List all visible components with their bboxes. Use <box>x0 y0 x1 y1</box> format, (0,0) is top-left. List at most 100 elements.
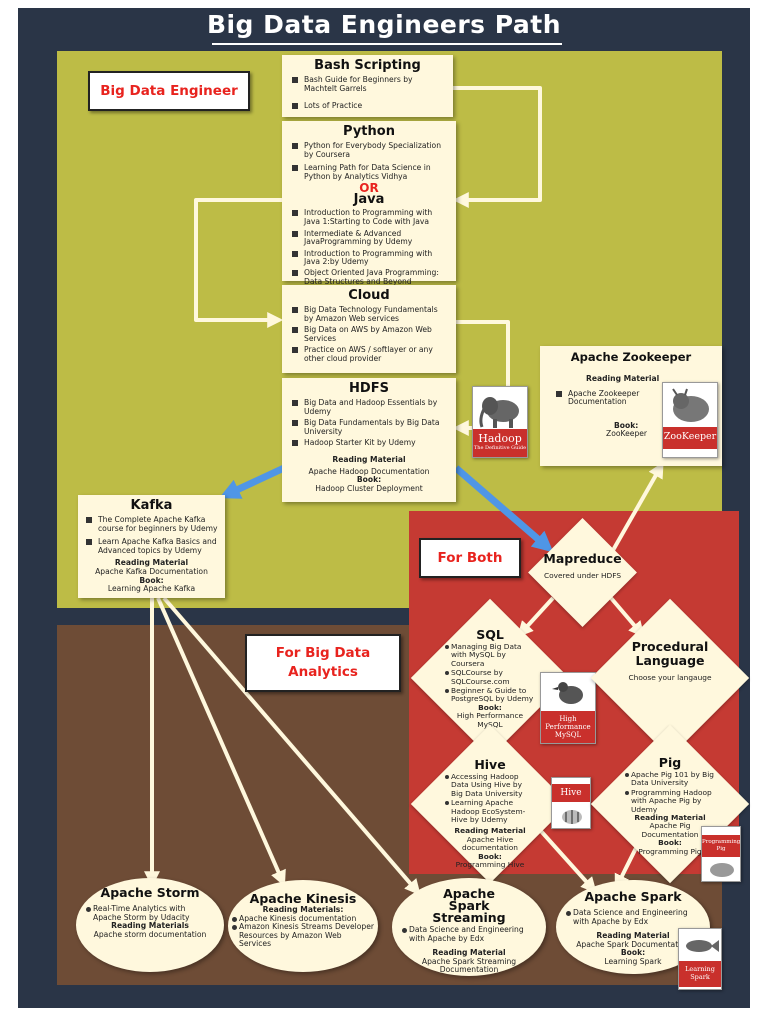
storm-reading-label: Reading Materials <box>111 921 189 931</box>
engineer-label: Big Data Engineer <box>88 71 250 111</box>
procedural-note: Choose your langauge <box>628 673 712 682</box>
hive-book-cover: Hive <box>551 777 591 829</box>
mysql-book-title: High Performance MySQL <box>545 715 591 739</box>
bash-item: Bash Guide for Beginners by Machtelt Gar… <box>290 75 445 93</box>
bash-card: Bash Scripting Bash Guide for Beginners … <box>282 55 453 117</box>
cloud-item: Big Data on AWS by Amazon Web Services <box>290 325 448 343</box>
pig-text: Pig Apache Pig 101 by Big Data Universit… <box>625 756 715 856</box>
hive-title: Hive <box>474 757 506 772</box>
java-item: Intermediate & Advanced JavaProgramming … <box>290 229 448 247</box>
zookeeper-book-cover: ZooKeeper <box>662 382 718 458</box>
sql-book-label: Book: <box>478 702 502 712</box>
split-arrow-to-mapreduce <box>453 465 554 553</box>
hdfs-reading: Apache Hadoop Documentation <box>308 466 430 476</box>
page-title: Big Data Engineers Path <box>206 10 562 39</box>
storm-item: Real-Time Analytics with Apache Storm by… <box>86 904 214 922</box>
mapreduce-title: Mapreduce <box>543 551 622 566</box>
kinesis-reading-label: Reading Materials: <box>262 905 344 914</box>
arrow-kafka-to-kinesis <box>156 597 286 887</box>
hive-book-label: Book: <box>478 851 502 861</box>
pig-book-title: Programming Pig <box>702 839 741 852</box>
pig-book-label: Book: <box>658 838 682 848</box>
zookeeper-book: ZooKeeper <box>606 429 648 439</box>
python-title: Python <box>343 124 395 139</box>
bee-icon <box>562 810 582 824</box>
spark-book-title: Learning Spark <box>685 965 715 981</box>
hive-book: Programming Hive <box>455 860 525 870</box>
hdfs-item: Hadoop Starter Kit by Udemy <box>290 439 448 448</box>
animal-icon <box>672 388 709 422</box>
procedural-title: Procedural Language <box>631 639 709 668</box>
hive-reading: Apache Hive documentation <box>462 834 518 853</box>
spark-book-cover: Learning Spark <box>678 928 722 990</box>
mapreduce-text: Mapreduce Covered under HDFS <box>530 552 635 580</box>
hdfs-book-label: Book: <box>356 475 382 485</box>
kafka-book: Learning Apache Kafka <box>107 584 196 594</box>
spark-streaming-title: Apache Spark Streaming <box>432 886 506 925</box>
kafka-item: Learn Apache Kafka Basics and Advanced t… <box>84 537 219 555</box>
kinesis-item: Apache Kinesis documentation <box>232 914 376 924</box>
cloud-card: Cloud Big Data Technology Fundamentals b… <box>282 285 456 373</box>
python-item: Python for Everybody Specialization by C… <box>290 141 448 159</box>
title-underline <box>212 43 562 45</box>
pig-reading: Apache Pig Documentation <box>641 821 699 839</box>
zookeeper-item: Apache Zookeeper Documentation <box>554 389 648 407</box>
sql-item: Managing Big Data with MySQL by Coursera <box>445 642 535 668</box>
arrow-mapreduce-to-sql <box>517 596 555 638</box>
kafka-title: Kafka <box>130 498 173 513</box>
hive-item: Learning Apache Hadoop EcoSystem- Hive b… <box>445 798 535 824</box>
zookeeper-reading-label: Reading Material <box>586 374 660 383</box>
kafka-item: The Complete Apache Kafka course for beg… <box>84 515 219 533</box>
hdfs-card: HDFS Big Data and Hadoop Essentials by U… <box>282 378 456 502</box>
java-title: Java <box>353 192 385 208</box>
arrow-mapreduce-to-zookeeper <box>610 461 664 553</box>
hadoop-book-cover: Hadoop The Definitive Guide <box>472 386 528 458</box>
hdfs-title: HDFS <box>349 381 389 396</box>
hdfs-reading-label: Reading Material <box>332 454 406 464</box>
spark-item: Data Science and Engineering with Apache… <box>566 908 700 926</box>
kafka-reading: Apache Kafka Documentation <box>95 566 208 576</box>
cloud-title: Cloud <box>348 288 390 303</box>
hdfs-item: Big Data Fundamentals by Big Data Univer… <box>290 418 448 436</box>
spark-reading: Apache Spark Documentation <box>576 939 690 949</box>
spark-streaming-item: Data Science and Engineering with Apache… <box>402 925 536 943</box>
fish-icon <box>686 940 719 952</box>
pig-icon <box>710 863 734 877</box>
hive-book-title: Hive <box>560 788 582 798</box>
storm-card: Apache Storm Real-Time Analytics with Ap… <box>76 878 224 972</box>
java-item: Introduction to Programming with Java 1:… <box>290 209 448 226</box>
arrow-java-to-cloud <box>194 198 284 328</box>
spark-book-label: Book: <box>620 948 646 958</box>
elephant-icon <box>479 397 519 428</box>
hive-reading-label: Reading Material <box>454 826 526 836</box>
zookeeper-title: Apache Zookeeper <box>570 350 692 364</box>
kinesis-title: Apache Kinesis <box>249 891 357 906</box>
cloud-item: Big Data Technology Fundamentals by Amaz… <box>290 305 448 323</box>
hdfs-book: Hadoop Cluster Deployment <box>315 483 423 493</box>
split-arrow-to-kafka <box>219 464 286 499</box>
hive-text: Hive Accessing Hadoop Data Using Hive by… <box>445 758 535 869</box>
spark-title: Apache Spark <box>584 889 682 904</box>
spark-streaming-reading-label: Reading Material <box>432 948 506 958</box>
pig-item: Apache Pig 101 by Big Data University <box>625 770 715 788</box>
arrow-kafka-to-spark-streaming <box>162 596 421 896</box>
storm-title: Apache Storm <box>100 885 200 900</box>
sql-text: SQL Managing Big Data with MySQL by Cour… <box>445 628 535 729</box>
sql-item: Beginner & Guide to PostgreSQL by Udemy <box>445 686 535 704</box>
or-label: OR <box>359 181 379 196</box>
sql-title: SQL <box>476 627 504 642</box>
pig-item: Programming Hadoop with Apache Pig by Ud… <box>625 788 715 814</box>
hadoop-book-subtitle: The Definitive Guide <box>473 445 527 451</box>
zookeeper-book-label: Book: <box>614 420 639 430</box>
both-label: For Both <box>419 538 521 578</box>
sql-item: SQLCourse by SQLCourse.com <box>445 669 535 686</box>
java-item: Introduction to Programming with Java 2:… <box>290 249 448 267</box>
arrow-hive-to-spark <box>538 828 597 894</box>
bash-item: Lots of Practice <box>290 102 445 111</box>
spark-streaming-reading: Apache Spark Streaming Documentation <box>421 956 517 975</box>
pig-book-cover: Programming Pig <box>701 826 741 882</box>
mysql-book-cover: High Performance MySQL <box>540 672 596 744</box>
bird-icon <box>552 682 583 704</box>
procedural-text: Procedural Language Choose your langauge <box>625 640 715 682</box>
arrow-mapreduce-to-procedural <box>609 596 645 638</box>
